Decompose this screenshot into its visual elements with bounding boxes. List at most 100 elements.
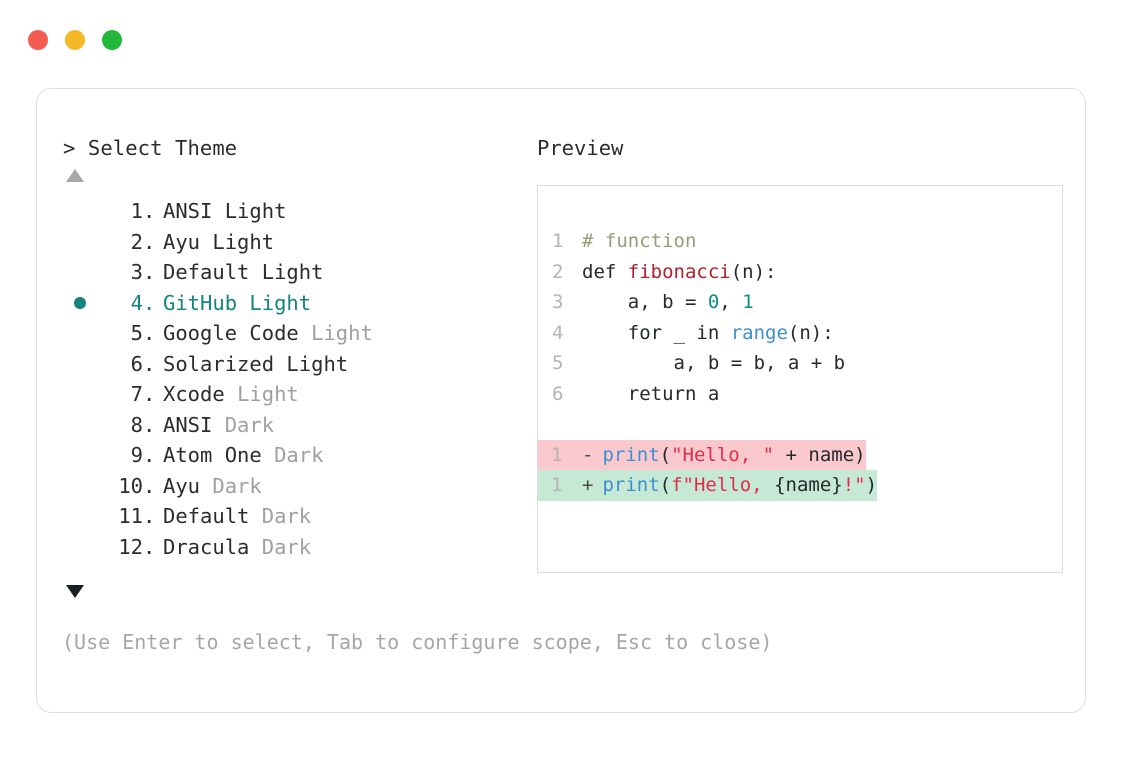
theme-item-separator: . bbox=[143, 321, 168, 345]
code-line: 4 for _ in range(n): bbox=[538, 318, 1062, 349]
selection-indicator-cell bbox=[63, 318, 97, 349]
code-line-content: for _ in range(n): bbox=[582, 318, 834, 349]
minimize-dot[interactable] bbox=[65, 30, 85, 50]
theme-item-name: Xcode bbox=[163, 382, 238, 406]
code-line: 1# function bbox=[538, 226, 1062, 257]
chevron-down-icon bbox=[66, 584, 84, 598]
code-line-content: def fibonacci(n): bbox=[582, 257, 776, 288]
code-token-plain: ( bbox=[659, 474, 672, 496]
code-token-str: !" bbox=[842, 474, 866, 496]
code-line-content: return a bbox=[582, 379, 720, 410]
code-line-number: 2 bbox=[552, 260, 564, 283]
preview-label: Preview bbox=[537, 136, 624, 160]
theme-item-separator: . bbox=[143, 351, 168, 376]
theme-item-index: 9 bbox=[130, 443, 143, 467]
selection-indicator-cell bbox=[63, 257, 97, 288]
selected-bullet-icon bbox=[74, 296, 86, 309]
code-token-plain: ( bbox=[659, 443, 672, 466]
theme-item-index: 11 bbox=[118, 504, 143, 528]
code-token-plain: return a bbox=[582, 382, 720, 405]
theme-item-variant: Light bbox=[224, 199, 287, 223]
code-token-builtin: print bbox=[602, 474, 660, 496]
scroll-down-indicator[interactable] bbox=[63, 576, 533, 606]
theme-list-item[interactable]: 3. Default Light bbox=[63, 257, 533, 288]
theme-list-item[interactable]: 12. Dracula Dark bbox=[63, 532, 533, 563]
theme-item-variant: Dark bbox=[212, 473, 262, 498]
code-line: 3 a, b = 0, 1 bbox=[538, 287, 1062, 318]
theme-list-item[interactable]: 8. ANSI Dark bbox=[63, 410, 533, 441]
theme-list-item[interactable]: 1. ANSI Light bbox=[63, 196, 533, 227]
theme-item-name: Google Code bbox=[163, 321, 312, 345]
close-dot[interactable] bbox=[28, 30, 48, 50]
theme-item-index: 12 bbox=[118, 534, 143, 559]
chevron-up-icon bbox=[66, 168, 84, 182]
selection-indicator-cell bbox=[63, 501, 97, 532]
theme-item-index: 10 bbox=[118, 473, 143, 498]
maximize-dot[interactable] bbox=[102, 30, 122, 50]
theme-item-index: 6 bbox=[130, 351, 143, 376]
theme-item-index: 7 bbox=[130, 382, 143, 406]
diff-line-del: 1-print("Hello, " + name) bbox=[538, 439, 1062, 470]
code-line-number: 5 bbox=[552, 352, 564, 374]
theme-item-variant: Light bbox=[261, 260, 324, 284]
theme-item-separator: . bbox=[143, 504, 168, 528]
theme-item-separator: . bbox=[143, 443, 168, 467]
theme-item-variant: Light bbox=[311, 321, 373, 345]
theme-item-variant: Light bbox=[212, 229, 275, 254]
theme-item-separator: . bbox=[143, 382, 168, 406]
diff-block: 1-print("Hello, " + name)1+print(f"Hello… bbox=[538, 439, 1062, 501]
code-line: 2 def fibonacci(n): bbox=[538, 257, 1062, 288]
theme-item-index: 5 bbox=[130, 321, 143, 345]
theme-list-item[interactable]: 9. Atom One Dark bbox=[63, 440, 533, 471]
theme-item-variant: Light bbox=[237, 382, 299, 406]
diff-line-add: 1+print(f"Hello, {name}!") bbox=[538, 470, 1062, 501]
prompt-header: > Select Theme bbox=[63, 135, 533, 161]
theme-list-item[interactable]: 6. Solarized Light bbox=[63, 349, 533, 380]
theme-item-separator: . bbox=[143, 260, 168, 284]
theme-item-variant: Dark bbox=[261, 534, 312, 559]
theme-item-separator: . bbox=[143, 412, 168, 437]
code-token-str: "Hello, " bbox=[671, 443, 775, 466]
code-line-content: a, b = b, a + b bbox=[582, 348, 846, 379]
selection-indicator-cell bbox=[63, 288, 97, 319]
theme-item-variant: Dark bbox=[224, 412, 275, 437]
theme-item-variant: Dark bbox=[261, 504, 312, 528]
code-token-plain: , bbox=[719, 291, 743, 313]
code-token-fn: fibonacci bbox=[627, 260, 731, 283]
theme-item-index: 3 bbox=[130, 260, 143, 284]
code-token-plain: {name} bbox=[774, 474, 843, 496]
theme-list-item[interactable]: 2. Ayu Light bbox=[63, 227, 533, 258]
theme-item-name: GitHub bbox=[163, 290, 250, 315]
scroll-up-indicator[interactable] bbox=[63, 161, 533, 189]
theme-item-separator: . bbox=[143, 473, 168, 498]
theme-item-name: ANSI bbox=[163, 199, 225, 223]
code-line-number: 6 bbox=[552, 382, 564, 405]
selection-indicator-cell bbox=[63, 227, 97, 258]
selection-indicator-cell bbox=[63, 471, 97, 502]
diff-line-number: 1 bbox=[551, 443, 563, 466]
page-title: Select Theme bbox=[87, 136, 238, 160]
theme-list-item[interactable]: 4. GitHub Light bbox=[63, 288, 533, 319]
selection-indicator-cell bbox=[63, 532, 97, 563]
code-token-plain: a, b = bbox=[582, 291, 708, 313]
theme-item-name: Ayu bbox=[163, 229, 213, 254]
theme-list-item[interactable]: 7. Xcode Light bbox=[63, 379, 533, 410]
theme-list-item[interactable]: 11. Default Dark bbox=[63, 501, 533, 532]
code-line: 6 return a bbox=[538, 379, 1062, 410]
theme-list-item[interactable]: 10. Ayu Dark bbox=[63, 471, 533, 502]
selection-indicator-cell bbox=[63, 379, 97, 410]
theme-item-separator: . bbox=[143, 534, 168, 559]
theme-item-name: Default bbox=[163, 260, 262, 284]
code-token-num: 0 bbox=[707, 291, 720, 313]
code-line-number: 4 bbox=[552, 321, 564, 344]
code-token-builtin: print bbox=[602, 443, 660, 466]
theme-list-item[interactable]: 5. Google Code Light bbox=[63, 318, 533, 349]
code-line-number: 3 bbox=[552, 291, 564, 313]
theme-item-variant: Light bbox=[286, 351, 349, 376]
prompt-caret-icon: > bbox=[63, 136, 76, 160]
code-token-comment: # function bbox=[582, 230, 697, 252]
